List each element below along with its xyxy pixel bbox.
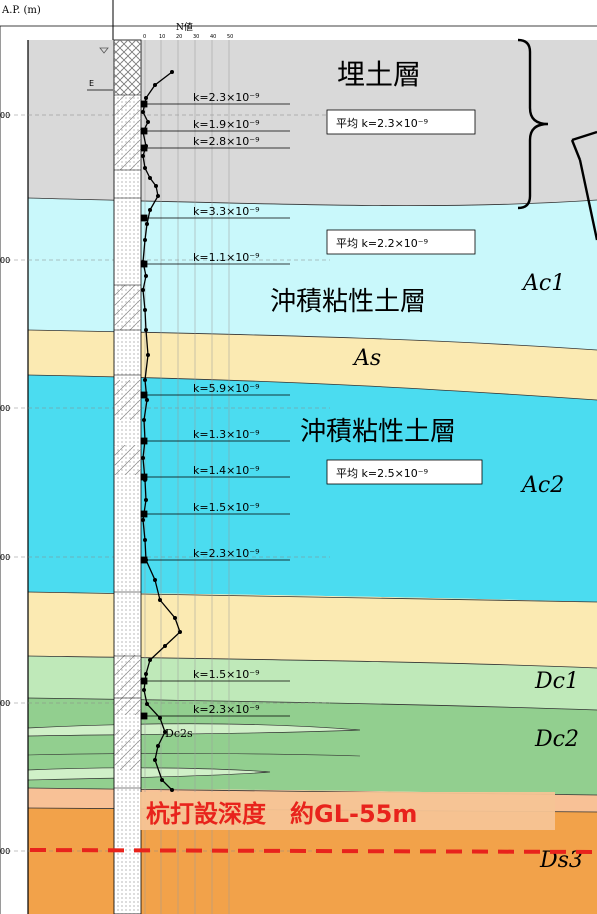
layer-as-band	[28, 330, 597, 400]
layer-code-as: As	[352, 346, 381, 371]
layer-code-dc1: Dc1	[534, 669, 579, 694]
k-value-label: k=1.1×10⁻⁹	[193, 251, 260, 264]
pile-depth-marker: 杭打設深度 約GL-55m	[29, 792, 597, 854]
average-box	[326, 459, 483, 485]
n-scale-tick: 30	[193, 34, 199, 40]
n-value-title: N値	[176, 21, 193, 33]
layer-ds3-band	[28, 808, 597, 914]
k-value-label: k=2.8×10⁻⁹	[193, 135, 260, 148]
average-boxes: 平均 k=2.3×10⁻⁹ 平均 k=2.2×10⁻⁹ 平均 k=2.5×10⁻…	[326, 109, 483, 485]
k-value-label: k=2.3×10⁻⁹	[193, 703, 260, 716]
average-box	[326, 109, 476, 135]
n-scale-tick: 10	[159, 34, 165, 40]
layer-title-fill: 埋土層	[337, 58, 421, 91]
elev-tick-label: 00	[0, 553, 10, 562]
groundwater-marker: E	[87, 47, 113, 91]
k-value-label: k=5.9×10⁻⁹	[193, 382, 260, 395]
layer-dc2-band	[28, 698, 597, 795]
layer-ac1-band	[28, 198, 597, 350]
elev-tick-label: 00	[0, 699, 10, 708]
borehole-column	[112, 0, 142, 914]
k-value-label: k=2.3×10⁻⁹	[193, 547, 260, 560]
n-scale: 0 10 20 30 40 50	[143, 34, 233, 40]
pile-depth-line	[29, 848, 597, 854]
layer-code-dc2: Dc2	[534, 727, 579, 752]
layer-sand-band	[28, 592, 597, 668]
dc2s-label: Dc2s	[165, 727, 193, 740]
k-value-label: k=2.3×10⁻⁹	[193, 91, 260, 104]
k-value-label: k=1.3×10⁻⁹	[193, 428, 260, 441]
axis-unit-label: A.P. (m)	[1, 5, 41, 16]
average-box	[326, 229, 476, 255]
elev-tick-label: 00	[0, 111, 10, 120]
k-value-label: k=3.3×10⁻⁹	[193, 205, 260, 218]
layer-bands	[27, 40, 597, 914]
k-value-label: k=1.5×10⁻⁹	[193, 668, 260, 681]
layer-ac2-band	[28, 375, 597, 602]
elev-tick-label: 00	[0, 847, 10, 856]
layer-title-ac1: 沖積粘性土層	[270, 287, 426, 317]
permeability-tests: k=2.3×10⁻⁹ k=1.9×10⁻⁹ k=2.8×10⁻⁹ k=3.3×1…	[140, 91, 290, 720]
layer-codes: Ac1 As Ac2 Dc1 Dc2 Ds3	[352, 271, 583, 873]
water-level-triangle-icon	[99, 47, 109, 54]
layer-fill-band	[28, 40, 597, 206]
callout-arrow-outline	[570, 130, 597, 241]
fill-layer-bracket	[517, 38, 549, 210]
layer-code-ac1: Ac1	[521, 271, 565, 296]
average-label: 平均 k=2.5×10⁻⁹	[336, 467, 428, 480]
average-label: 平均 k=2.3×10⁻⁹	[336, 117, 428, 130]
groundwater-label: E	[89, 79, 94, 88]
n-scale-tick: 50	[227, 34, 233, 40]
test-leader-lines	[140, 100, 290, 720]
elev-tick-label: 00	[0, 256, 10, 265]
elev-tick-label: 00	[0, 404, 10, 413]
n-scale-tick: 40	[210, 34, 216, 40]
n-scale-tick: 0	[143, 34, 146, 40]
pile-depth-label: 杭打設深度 約GL-55m	[146, 800, 417, 828]
k-value-label: k=1.5×10⁻⁹	[193, 501, 260, 514]
layer-code-ac2: Ac2	[520, 473, 564, 498]
n-scale-tick: 20	[176, 34, 182, 40]
layer-title-ac2: 沖積粘性土層	[300, 417, 456, 447]
layer-dc1-band	[28, 656, 597, 710]
k-value-label: k=1.9×10⁻⁹	[193, 118, 260, 131]
k-value-label: k=1.4×10⁻⁹	[193, 464, 260, 477]
average-label: 平均 k=2.2×10⁻⁹	[336, 237, 428, 250]
layer-titles: 埋土層 沖積粘性土層 沖積粘性土層	[270, 58, 456, 447]
